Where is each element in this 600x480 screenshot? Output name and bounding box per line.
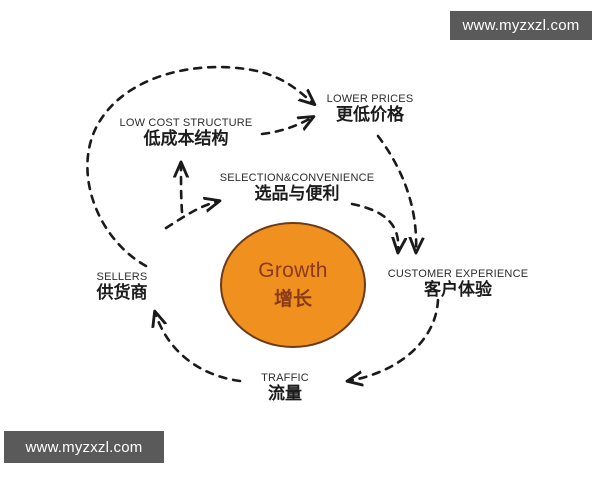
arrow-sellers-to-selection: [164, 201, 219, 230]
node-traffic-label-zh: 流量: [268, 384, 302, 405]
arrow-traffic-to-sellers: [155, 312, 242, 383]
node-low-cost-structure-label-en: LOW COST STRUCTURE: [119, 117, 253, 129]
node-sellers-label-en: SELLERS: [96, 271, 148, 283]
node-selection-convenience-label-en: SELECTION&CONVENIENCE: [219, 172, 375, 184]
node-selection-convenience-label-zh: 选品与便利: [254, 184, 340, 205]
node-sellers: SELLERS 供货商: [76, 271, 168, 303]
node-customer-experience-label-en: CUSTOMER EXPERIENCE: [387, 268, 529, 280]
node-traffic-label-en: TRAFFIC: [261, 372, 309, 384]
node-selection-convenience: SELECTION&CONVENIENCE 选品与便利: [212, 172, 382, 204]
arrow-selection-to-customer-experience: [350, 202, 398, 252]
arrow-lower-prices-to-customer-experience: [376, 134, 416, 252]
node-traffic: TRAFFIC 流量: [242, 372, 328, 404]
node-lower-prices-label-en: LOWER PRICES: [326, 93, 414, 105]
node-lower-prices: LOWER PRICES 更低价格: [318, 93, 422, 125]
node-sellers-label-zh: 供货商: [96, 283, 148, 304]
growth-core-ellipse: Growth 增长: [220, 222, 366, 348]
growth-core-label-en: Growth: [258, 259, 328, 282]
arrow-growth-to-low-cost: [181, 163, 182, 214]
node-customer-experience-label-zh: 客户体验: [424, 280, 492, 301]
arrow-customer-experience-to-traffic: [348, 298, 440, 381]
growth-core-label-zh: 增长: [273, 288, 312, 310]
watermark-bottom: www.myzxzl.com: [4, 431, 164, 463]
node-customer-experience: CUSTOMER EXPERIENCE 客户体验: [382, 268, 534, 300]
arrow-low-cost-to-lower-prices: [260, 117, 313, 136]
node-low-cost-structure: LOW COST STRUCTURE 低成本结构: [112, 117, 260, 149]
node-lower-prices-label-zh: 更低价格: [336, 105, 404, 126]
watermark-top: www.myzxzl.com: [450, 11, 592, 40]
node-low-cost-structure-label-zh: 低成本结构: [143, 129, 229, 150]
arrow-sellers-to-lower-prices: [86, 65, 314, 268]
